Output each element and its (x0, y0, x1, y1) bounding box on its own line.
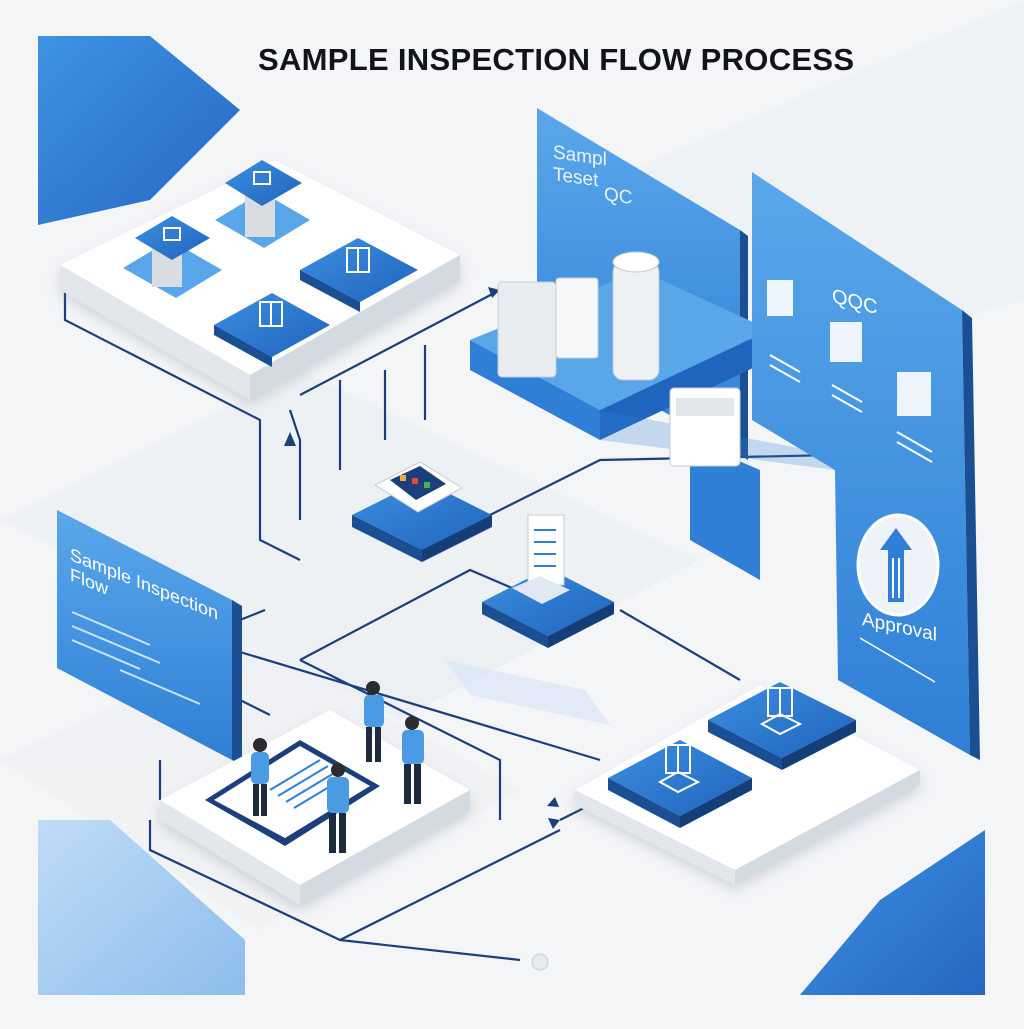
highlight-strip (445, 660, 610, 725)
approval-underline (859, 637, 936, 683)
tile-box-2[interactable] (214, 293, 330, 367)
document-icon (253, 171, 271, 185)
person-4 (327, 763, 349, 853)
corner-shape-bottom-right (800, 830, 985, 995)
tile-box-1[interactable] (300, 238, 418, 312)
corner-shape-top-left (38, 36, 240, 225)
tile-checklist[interactable] (482, 514, 614, 648)
person-1 (251, 738, 269, 816)
cube-icon (657, 744, 701, 794)
tile-document-2[interactable] (215, 160, 310, 248)
tile-cube-1[interactable] (708, 682, 856, 770)
box-icon (346, 247, 370, 273)
platform-intake (60, 160, 460, 400)
panel-flow-text-lines (71, 611, 201, 705)
checklist-icon (767, 280, 933, 463)
corner-shape-bottom-left (38, 820, 245, 995)
tablet-icon (373, 461, 463, 513)
beaker-icon (497, 251, 741, 467)
tile-cube-2[interactable] (608, 740, 752, 828)
panel-sample-test-qc: QC (604, 184, 633, 209)
box-icon (259, 301, 283, 327)
approval-arrow-icon[interactable] (856, 513, 940, 617)
document-icon (163, 227, 181, 241)
panel-inspection-flow (57, 510, 242, 765)
person-3 (402, 716, 424, 804)
checklist-icon (512, 514, 570, 604)
tile-document-1[interactable] (123, 216, 222, 298)
person-2 (364, 681, 384, 762)
cube-icon (759, 687, 803, 736)
page-title: SAMPLE INSPECTION FLOW PROCESS (258, 42, 855, 77)
team-members (251, 681, 424, 853)
endpoint-node (531, 953, 549, 971)
tile-tablet[interactable] (352, 461, 492, 562)
flow-arrowheads (284, 287, 560, 829)
